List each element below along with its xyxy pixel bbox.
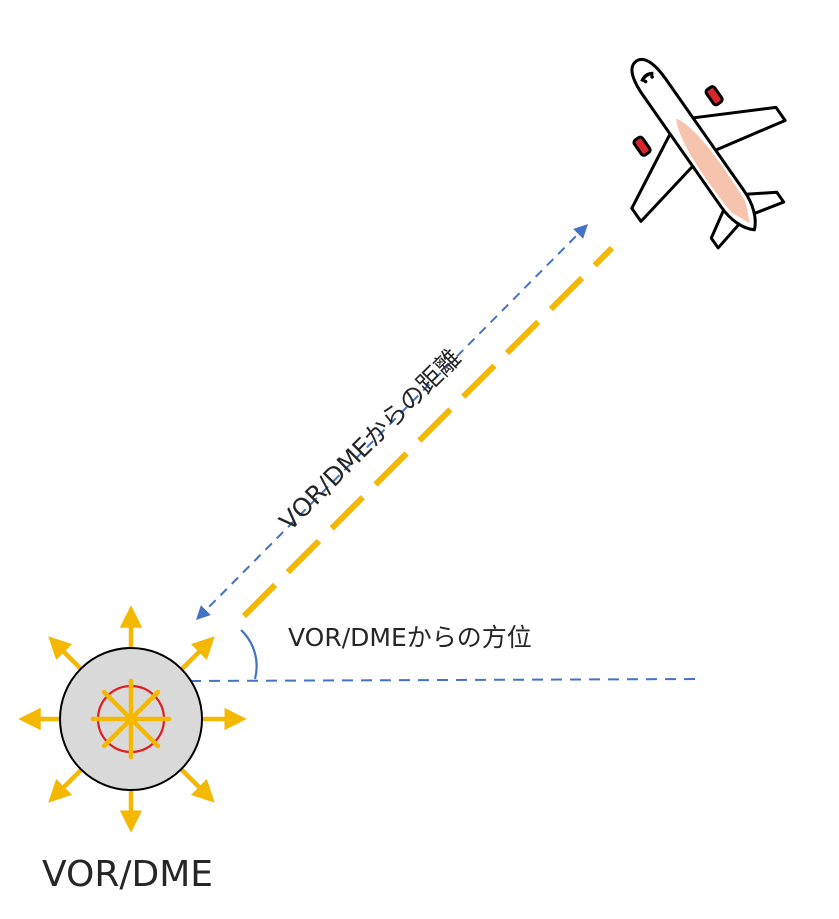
airplane-icon [630,58,787,250]
station-star [90,678,172,760]
distance-label: VOR/DMEからの距離 [274,343,467,536]
bearing-label: VOR/DMEからの方位 [288,623,532,652]
reference-line [189,678,701,682]
station-label: VOR/DME [42,854,213,895]
distance-arrow [196,224,588,620]
bearing-arc [240,629,258,680]
signal-rays [18,605,247,833]
radial-line [241,245,615,619]
vor-dme-station-icon [18,605,247,833]
